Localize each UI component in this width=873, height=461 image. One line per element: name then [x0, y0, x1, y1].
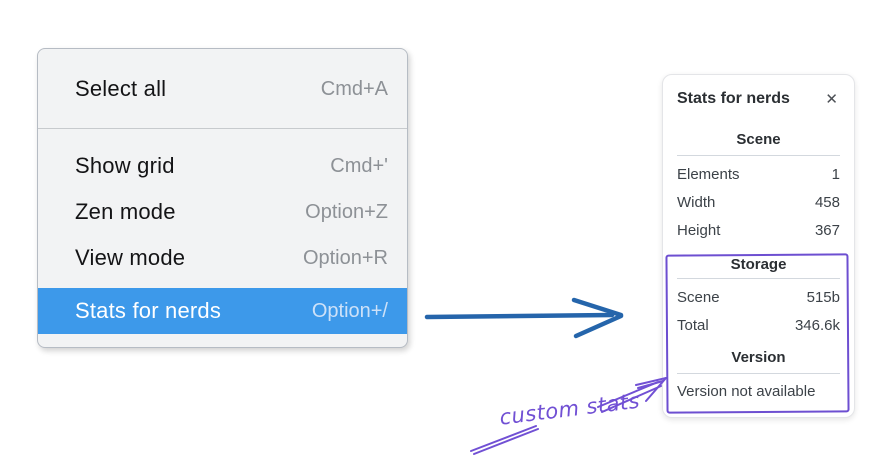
menu-item-select-all[interactable]: Select all Cmd+A	[38, 66, 407, 112]
section-header-storage: Storage	[730, 256, 787, 273]
menu-item-shortcut: Option+Z	[305, 200, 388, 223]
stat-row-width: Width 458	[677, 189, 840, 217]
stats-panel-title: Stats for nerds	[677, 90, 790, 107]
stat-row-scene-size: Scene 515b	[677, 284, 840, 312]
menu-item-label: Show grid	[75, 153, 175, 178]
section-header-scene: Scene	[736, 131, 781, 148]
menu-item-shortcut: Cmd+'	[330, 154, 388, 177]
stat-row-height: Height 367	[677, 217, 840, 245]
menu-item-label: Stats for nerds	[75, 298, 222, 323]
stat-value: 1	[831, 166, 840, 183]
stats-panel-header: Stats for nerds ✕	[677, 88, 840, 110]
scene-rows: Elements 1 Width 458 Height 367	[677, 161, 840, 245]
section-header-version: Version	[731, 349, 786, 366]
stat-label: Elements	[677, 166, 740, 183]
stat-value: 515b	[806, 289, 840, 306]
storage-rows: Scene 515b Total 346.6k	[677, 284, 840, 340]
menu-item-shortcut: Cmd+A	[320, 77, 388, 100]
menu-item-shortcut: Option+R	[302, 246, 388, 269]
context-menu: Select all Cmd+A Show grid Cmd+' Zen mod…	[37, 48, 408, 348]
stats-panel: Stats for nerds ✕ Scene Elements 1 Width…	[662, 74, 855, 418]
menu-divider	[38, 128, 407, 129]
section-divider	[677, 155, 840, 156]
pointer-arrow-icon	[424, 297, 624, 339]
stat-label: Total	[677, 317, 709, 334]
stat-value: 346.6k	[794, 317, 840, 334]
menu-item-label: View mode	[75, 245, 186, 270]
stat-value: 458	[814, 194, 840, 211]
version-note: Version not available	[677, 383, 816, 400]
menu-item-stats-for-nerds[interactable]: Stats for nerds Option+/	[38, 288, 407, 334]
section-divider	[677, 278, 840, 279]
menu-item-shortcut: Option+/	[311, 299, 388, 322]
menu-item-label: Zen mode	[75, 199, 176, 224]
annotation-label: custom stats	[498, 388, 642, 430]
menu-item-show-grid[interactable]: Show grid Cmd+'	[38, 143, 407, 189]
close-icon[interactable]: ✕	[825, 89, 838, 108]
stat-label: Height	[677, 222, 721, 239]
menu-item-view-mode[interactable]: View mode Option+R	[38, 235, 407, 281]
menu-item-zen-mode[interactable]: Zen mode Option+Z	[38, 189, 407, 235]
stat-value: 367	[814, 222, 840, 239]
menu-item-label: Select all	[75, 76, 167, 101]
stat-row-elements: Elements 1	[677, 161, 840, 189]
section-divider	[677, 373, 840, 374]
stat-label: Scene	[677, 289, 720, 306]
stat-label: Width	[677, 194, 716, 211]
stat-row-total-size: Total 346.6k	[677, 312, 840, 340]
